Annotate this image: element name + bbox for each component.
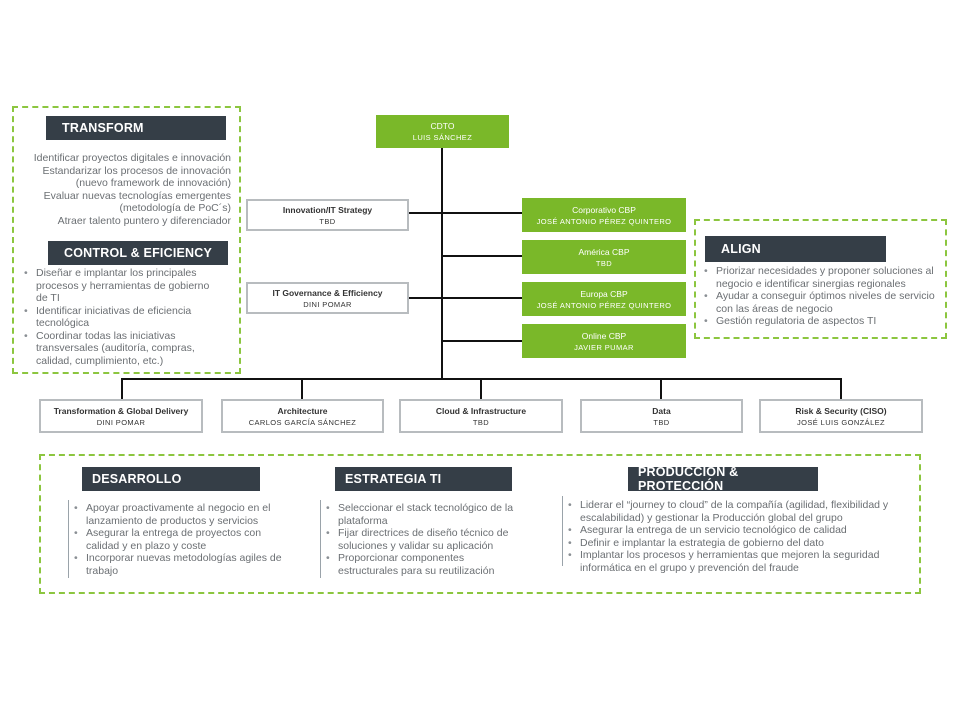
control-list: Diseñar e implantar los principales proc… (22, 267, 218, 367)
box-title: Architecture (277, 405, 328, 416)
list-item: Priorizar necesidades y proponer solucio… (702, 265, 940, 290)
list-item: Definir e implantar la estrategia de gob… (566, 537, 912, 550)
dept-box-architecture: Architecture CARLOS GARCÍA SÁNCHEZ (221, 399, 384, 433)
box-title: Cloud & Infrastructure (435, 405, 527, 416)
box-title: IT Governance & Efficiency (272, 287, 383, 298)
dept-box-risk: Risk & Security (CISO) JOSÉ LUIS GONZÁLE… (759, 399, 923, 433)
list-item: Asegurar la entrega de proyectos con cal… (72, 527, 282, 552)
list-item: Liderar el “journey to cloud” de la comp… (566, 499, 912, 524)
box-name: JOSÉ ANTONIO PÉREZ QUINTERO (536, 216, 672, 226)
desarrollo-divider (68, 500, 69, 578)
list-item: Asegurar la entrega de un servicio tecno… (566, 524, 912, 537)
cdto-box: CDTO LUIS SÁNCHEZ (376, 115, 509, 148)
list-item: Apoyar proactivamente al negocio en el l… (72, 502, 282, 527)
box-title: Corporativo CBP (572, 204, 636, 215)
box-title: Data (652, 405, 671, 416)
produccion-list: Liderar el “journey to cloud” de la comp… (566, 499, 912, 574)
box-name: LUIS SÁNCHEZ (412, 133, 473, 142)
box-name: JOSÉ LUIS GONZÁLEZ (796, 417, 886, 427)
connector-region-2 (443, 255, 522, 257)
list-item: Incorporar nuevas metodologías agiles de… (72, 552, 282, 577)
box-name: TBD (653, 417, 670, 427)
align-header: ALIGN (705, 236, 886, 262)
align-list: Priorizar necesidades y proponer solucio… (702, 265, 940, 328)
list-item: Ayudar a conseguir óptimos niveles de se… (702, 290, 940, 315)
box-name: DINI POMAR (96, 417, 146, 427)
connector-staff-2 (407, 297, 522, 299)
box-name: TBD (319, 216, 336, 226)
connector-drop-2 (301, 378, 303, 400)
connector-trunk (441, 148, 443, 379)
box-name: JAVIER PUMAR (574, 342, 634, 352)
transform-line: Identificar proyectos digitales e innova… (33, 152, 231, 164)
connector-drop-3 (480, 378, 482, 400)
staff-box-governance: IT Governance & Efficiency DINI POMAR (246, 282, 409, 314)
box-title: Risk & Security (CISO) (795, 405, 887, 416)
box-name: DINI POMAR (303, 299, 352, 309)
staff-box-innovation: Innovation/IT Strategy TBD (246, 199, 409, 231)
bottom-panel (39, 454, 921, 594)
region-box-america: América CBP TBD (522, 240, 686, 274)
box-title: Transformation & Global Delivery (53, 405, 189, 416)
box-name: CARLOS GARCÍA SÁNCHEZ (248, 417, 357, 427)
transform-text: Identificar proyectos digitales e innova… (16, 152, 231, 227)
dept-box-cloud: Cloud & Infrastructure TBD (399, 399, 563, 433)
list-item: Fijar directrices de diseño técnico de s… (324, 527, 524, 552)
box-title: América CBP (578, 246, 630, 257)
list-item: Diseñar e implantar los principales proc… (22, 267, 218, 305)
desarrollo-list: Apoyar proactivamente al negocio en el l… (72, 502, 282, 577)
estrategia-list: Seleccionar el stack tecnológico de la p… (324, 502, 524, 577)
produccion-header: PRODUCCIÓN & PROTECCIÓN (628, 465, 818, 493)
box-name: JOSÉ ANTONIO PÉREZ QUINTERO (536, 300, 672, 310)
dept-box-data: Data TBD (580, 399, 743, 433)
align-panel (694, 219, 947, 339)
transform-line: (nuevo framework de innovación) (75, 177, 231, 189)
region-box-corporativo: Corporativo CBP JOSÉ ANTONIO PÉREZ QUINT… (522, 198, 686, 232)
list-item: Seleccionar el stack tecnológico de la p… (324, 502, 524, 527)
connector-drop-4 (660, 378, 662, 400)
box-title: Europa CBP (580, 288, 628, 299)
list-item: Gestión regulatoria de aspectos TI (702, 315, 940, 328)
list-item: Implantar los procesos y herramientas qu… (566, 549, 912, 574)
region-box-europa: Europa CBP JOSÉ ANTONIO PÉREZ QUINTERO (522, 282, 686, 316)
produccion-divider (562, 496, 563, 566)
left-panel (12, 106, 241, 374)
region-box-online: Online CBP JAVIER PUMAR (522, 324, 686, 358)
box-title: CDTO (430, 121, 455, 131)
connector-region-4 (443, 340, 522, 342)
estrategia-divider (320, 500, 321, 578)
dept-box-transformation: Transformation & Global Delivery DINI PO… (39, 399, 203, 433)
box-name: TBD (472, 417, 490, 427)
connector-staff-1 (407, 212, 522, 214)
connector-drop-1 (121, 378, 123, 400)
transform-line: Evaluar nuevas tecnologías emergentes (43, 189, 231, 202)
list-item: Coordinar todas las iniciativas transver… (22, 330, 218, 368)
connector-drop-5 (840, 378, 842, 400)
transform-line: Atraer talento puntero y diferenciador (57, 214, 231, 227)
control-header: CONTROL & EFICIENCY (48, 241, 228, 265)
box-title: Online CBP (581, 330, 627, 341)
transform-line: Estandarizar los procesos de innovación (42, 164, 231, 177)
list-item: Proporcionar componentes estructurales p… (324, 552, 524, 577)
box-title: Innovation/IT Strategy (282, 204, 373, 215)
desarrollo-header: DESARROLLO (82, 467, 260, 491)
estrategia-header: ESTRATEGIA TI (335, 467, 512, 491)
transform-header: TRANSFORM (46, 116, 226, 140)
list-item: Identificar iniciativas de eficiencia te… (22, 305, 218, 330)
transform-line: (metodología de PoC´s) (119, 202, 231, 214)
box-name: TBD (595, 258, 613, 268)
